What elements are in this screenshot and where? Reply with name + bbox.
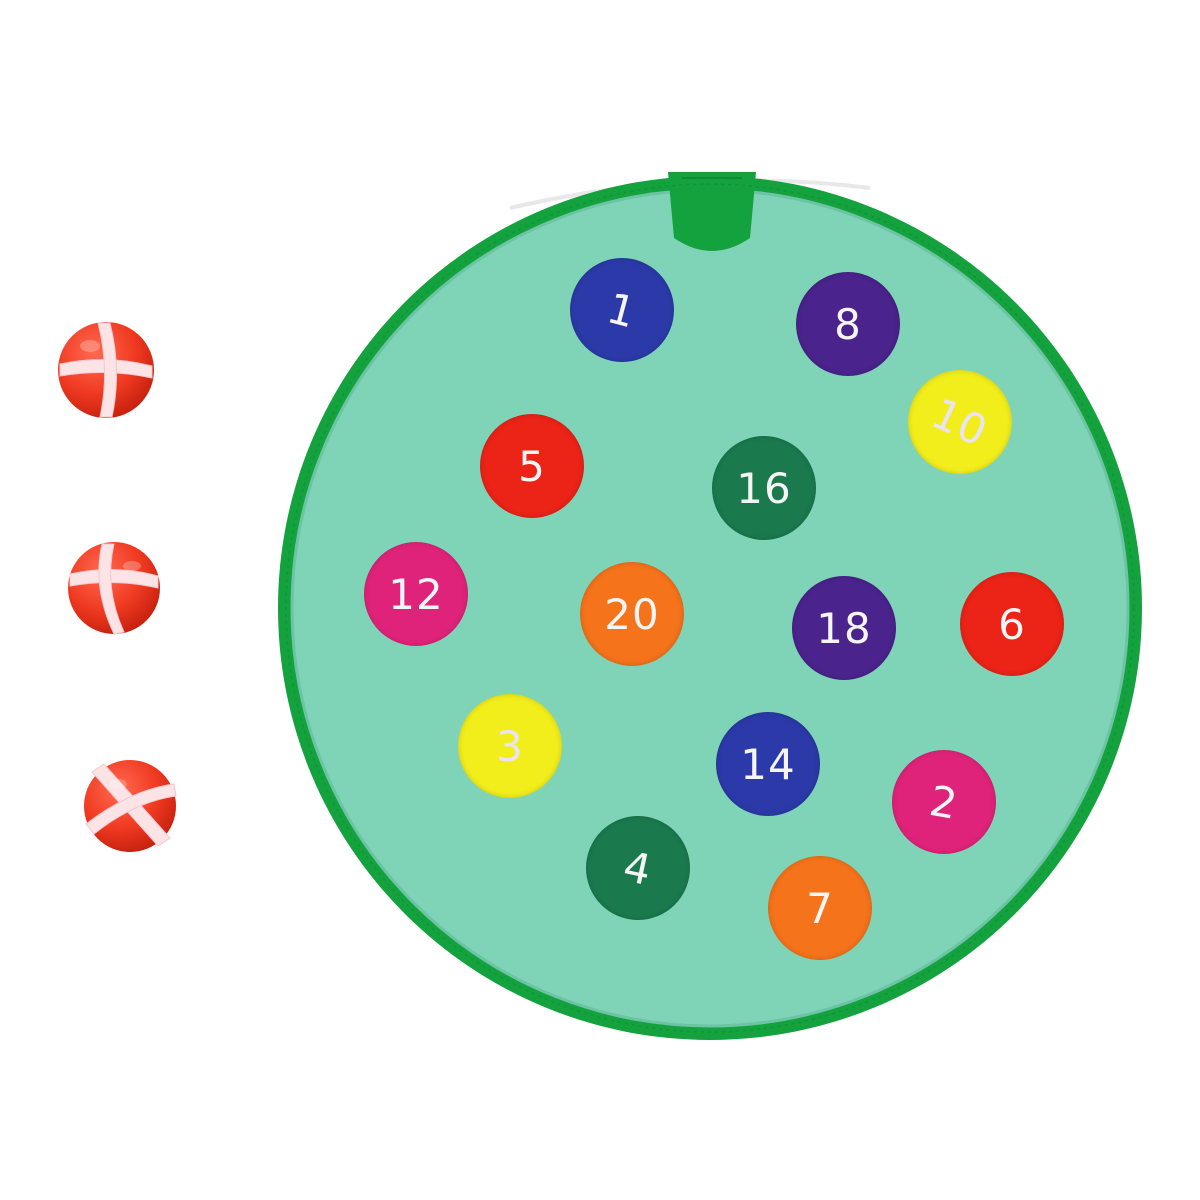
score-spot-14: 14 [716, 712, 820, 816]
score-spot-12: 12 [364, 542, 468, 646]
score-value: 5 [518, 441, 546, 491]
score-value: 18 [816, 603, 872, 653]
score-value: 12 [388, 569, 444, 619]
sticky-ball-icon [84, 760, 177, 852]
score-value: 8 [834, 299, 862, 349]
score-spot-16: 16 [712, 436, 816, 540]
velcro-dartboard: 1 8 10 5 16 12 20 18 6 3 14 [270, 168, 1150, 1048]
score-spot-6: 6 [960, 572, 1064, 676]
sticky-ball-icon [68, 542, 160, 635]
score-spot-3: 3 [458, 694, 562, 798]
score-spot-10: 10 [908, 370, 1012, 474]
score-spot-5: 5 [480, 414, 584, 518]
score-value: 14 [740, 739, 796, 789]
sticky-ball-icon [58, 322, 154, 418]
score-spot-20: 20 [580, 562, 684, 666]
score-value: 16 [736, 463, 792, 513]
score-value: 7 [806, 883, 834, 933]
score-value: 2 [926, 775, 962, 829]
sticky-ball [54, 318, 158, 422]
score-spot-18: 18 [792, 576, 896, 680]
score-spot-1: 1 [570, 258, 674, 362]
sticky-ball [62, 536, 166, 640]
hanging-loop-icon [668, 172, 756, 251]
score-value: 6 [998, 599, 1026, 649]
score-value: 10 [924, 388, 996, 456]
score-spot-7: 7 [768, 856, 872, 960]
score-spot-8: 8 [796, 272, 900, 376]
score-spot-2: 2 [892, 750, 996, 854]
score-spot-4: 4 [586, 816, 690, 920]
score-value: 20 [604, 589, 660, 639]
sticky-ball [78, 754, 182, 858]
score-value: 4 [619, 841, 657, 895]
score-value: 1 [602, 282, 642, 338]
score-value: 3 [496, 721, 524, 771]
